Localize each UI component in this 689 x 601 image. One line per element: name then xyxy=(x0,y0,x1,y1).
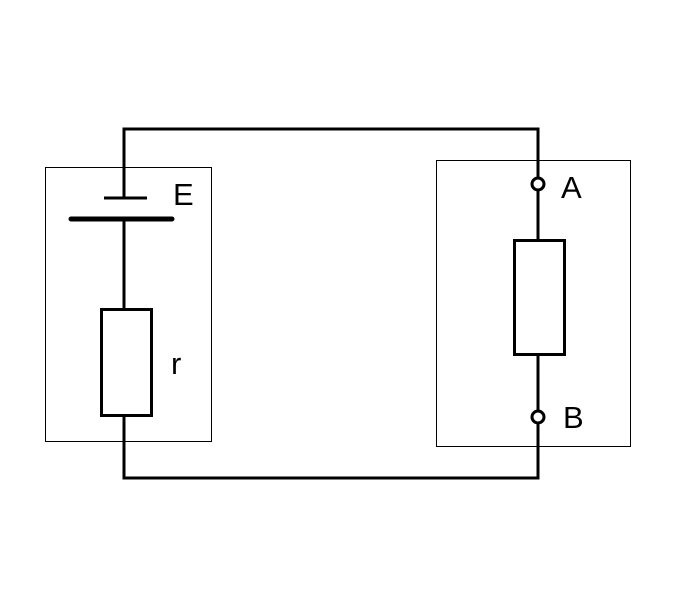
emf-label: E xyxy=(173,177,194,212)
terminal-a-label: A xyxy=(561,170,582,205)
load-box xyxy=(436,160,631,447)
bottom-wire xyxy=(122,415,540,480)
load-resistor xyxy=(513,239,566,356)
top-wire xyxy=(122,127,540,198)
terminal-a xyxy=(530,176,546,192)
terminal-b xyxy=(530,409,546,425)
source-box xyxy=(45,167,212,442)
terminal-b-label: B xyxy=(563,400,584,435)
internal-resistor xyxy=(100,308,153,417)
internal-resistance-label: r xyxy=(171,346,181,381)
wires xyxy=(122,127,540,480)
